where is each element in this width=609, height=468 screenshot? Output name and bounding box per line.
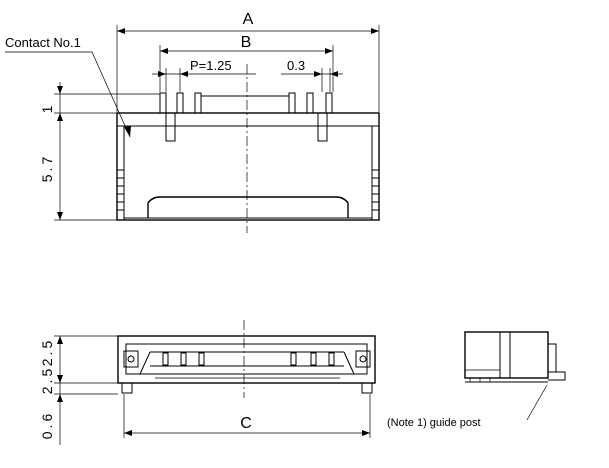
top-view: A B P=1.25 0.3 Contact No.1 — [5, 11, 380, 233]
pitch-label: P=1.25 — [190, 58, 232, 73]
dim-a-label: A — [243, 11, 254, 28]
height-06-label: 0.6 — [39, 411, 55, 439]
height-25a-label: 2.5 — [39, 338, 55, 366]
height-25b-label: 2.5 — [39, 366, 55, 394]
dim-b-label: B — [241, 34, 252, 51]
dim-c-label: C — [240, 415, 252, 432]
contact-no1-label: Contact No.1 — [5, 35, 81, 50]
pin-width-label: 0.3 — [287, 58, 305, 73]
height-57-label: 5.7 — [39, 154, 55, 182]
height-1-label: 1 — [39, 103, 55, 114]
contact-pins — [159, 92, 333, 142]
side-view: (Note 1) guide post — [387, 331, 566, 429]
front-view: 2.5 2.5 0.6 C — [39, 320, 376, 445]
guide-post-note: (Note 1) guide post — [387, 417, 481, 429]
